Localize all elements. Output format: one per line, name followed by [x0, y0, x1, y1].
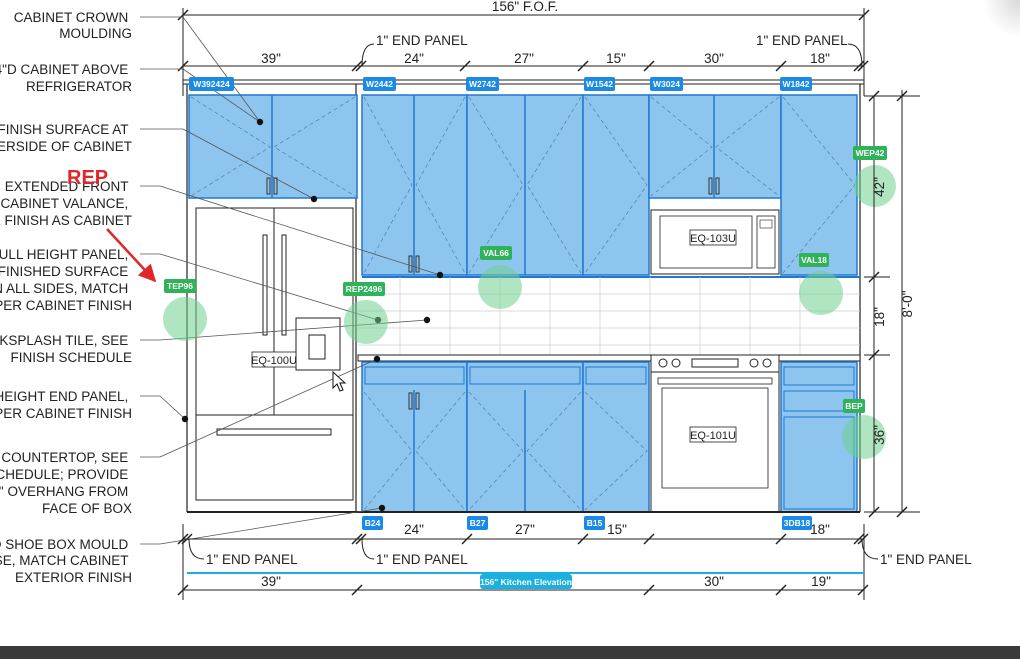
side-dim-18: 18"	[872, 307, 887, 327]
note-crown-moulding: CABINET CROWN MOULDING	[14, 10, 132, 41]
top-end-panel-right: 1" END PANEL	[756, 33, 848, 48]
equipment-label-range: EQ-101U	[690, 430, 736, 442]
backsplash-tile	[358, 277, 860, 355]
rep-markup-label: REP	[67, 167, 108, 189]
markup-halos	[163, 165, 896, 459]
tag-b15[interactable]: B15	[587, 518, 603, 528]
bottom-end-panel-left-b: 1" END PANEL	[376, 552, 468, 567]
bottom-dim-24: 24"	[404, 522, 424, 537]
equipment-label-fridge: EQ-100U	[251, 355, 297, 367]
top-dim-27: 27"	[514, 51, 534, 66]
side-dim-42: 42"	[872, 177, 887, 197]
bottom-dimensions: 24" 27" 15" 18" 1" END PANEL 1" END PANE…	[177, 522, 972, 600]
top-dim-15: 15"	[606, 51, 626, 66]
tag-w3024[interactable]: W3024	[653, 79, 680, 89]
refrigerator: EQ-100U	[195, 207, 354, 501]
cabinet-tags[interactable]: W392424 W2442 W2742 W1542 W3024 W1842 B2…	[189, 77, 812, 530]
tag-val66[interactable]: VAL66	[483, 248, 509, 258]
side-dim-36: 36"	[872, 425, 887, 445]
bottom-dim-15: 15"	[607, 522, 627, 537]
upper-cabinets[interactable]	[361, 94, 860, 278]
tag-w1542[interactable]: W1542	[586, 79, 613, 89]
side-dimensions: 42" 18" 36" 8'-0"	[864, 90, 920, 518]
note-shoe-box: D SHOE BOX MOULD SE, MATCH CABINET EXTER…	[0, 537, 132, 585]
overall-dim-label: 156" F.O.F.	[492, 0, 558, 14]
note-extended-front: EXTENDED FRONT CABINET VALANCE, E FINISH…	[0, 179, 132, 228]
panel-tags[interactable]: WEP42 VAL66 VAL18 TEP96 REP2496 BEP	[164, 146, 887, 413]
elevation-label-badge[interactable]: 156" Kitchen Elevation	[480, 574, 572, 589]
microwave: EQ-103U	[650, 209, 780, 275]
tag-w1842[interactable]: W1842	[783, 79, 810, 89]
note-full-height-panel: FULL HEIGHT PANEL, E FINISHED SURFACE N …	[0, 247, 132, 313]
range: EQ-101U	[650, 354, 780, 513]
bottom-end-panel-left-a: 1" END PANEL	[206, 552, 298, 567]
bottom-dim-19: 19"	[811, 574, 831, 589]
note-above-fridge: 4"D CABINET ABOVE REFRIGERATOR	[0, 62, 132, 94]
tag-val18[interactable]: VAL18	[801, 255, 827, 265]
bottom-dim-18: 18"	[810, 522, 830, 537]
top-dim-24: 24"	[404, 51, 424, 66]
elevation-label: 156" Kitchen Elevation	[480, 577, 572, 587]
tag-w2742[interactable]: W2742	[469, 79, 496, 89]
top-dim-18: 18"	[810, 51, 830, 66]
note-countertop: M COUNTERTOP, SEE SCHEDULE; PROVIDE " OV…	[0, 450, 132, 516]
tag-wep42[interactable]: WEP42	[856, 148, 885, 158]
bottom-dim-30: 30"	[704, 574, 724, 589]
tag-bep[interactable]: BEP	[845, 401, 863, 411]
upper-cabinet-above-fridge[interactable]	[188, 94, 358, 199]
corner-shadow	[985, 0, 1020, 40]
bottom-dim-27: 27"	[515, 522, 535, 537]
tag-rep2496[interactable]: REP2496	[346, 284, 383, 294]
tag-tep96[interactable]: TEP96	[167, 281, 193, 291]
mouse-cursor-icon	[332, 370, 347, 392]
top-width-dimensions: 39" 24" 27" 15" 30" 18" 1" END PANEL 1" …	[177, 33, 869, 72]
bottom-toolbar	[0, 646, 1020, 659]
equipment-label-microwave: EQ-103U	[690, 233, 736, 245]
annotation-notes: CABINET CROWN MOULDING 4"D CABINET ABOVE…	[0, 10, 132, 585]
tag-w392424[interactable]: W392424	[193, 79, 230, 89]
tag-w2442[interactable]: W2442	[366, 79, 393, 89]
side-dim-8ft: 8'-0"	[900, 290, 915, 317]
top-end-panel-left: 1" END PANEL	[376, 33, 468, 48]
overall-dimension: 156" F.O.F.	[177, 0, 870, 96]
note-end-panel: HEIGHT END PANEL, PPER CABINET FINISH	[0, 389, 132, 421]
tag-3db18[interactable]: 3DB18	[784, 518, 811, 528]
countertop	[357, 354, 861, 362]
note-backsplash: ACKSPLASH TILE, SEE FINISH SCHEDULE	[0, 333, 132, 365]
top-dim-39: 39"	[261, 51, 281, 66]
base-cabinets[interactable]	[361, 361, 858, 513]
bottom-dim-39: 39"	[261, 574, 281, 589]
top-dim-30: 30"	[704, 51, 724, 66]
tag-b27[interactable]: B27	[470, 518, 486, 528]
rep-markup-arrow	[106, 228, 157, 283]
tag-b24[interactable]: B24	[365, 518, 381, 528]
note-finish-underside: FINISH SURFACE AT DERSIDE OF CABINET	[0, 122, 132, 154]
bottom-end-panel-right: 1" END PANEL	[880, 552, 972, 567]
